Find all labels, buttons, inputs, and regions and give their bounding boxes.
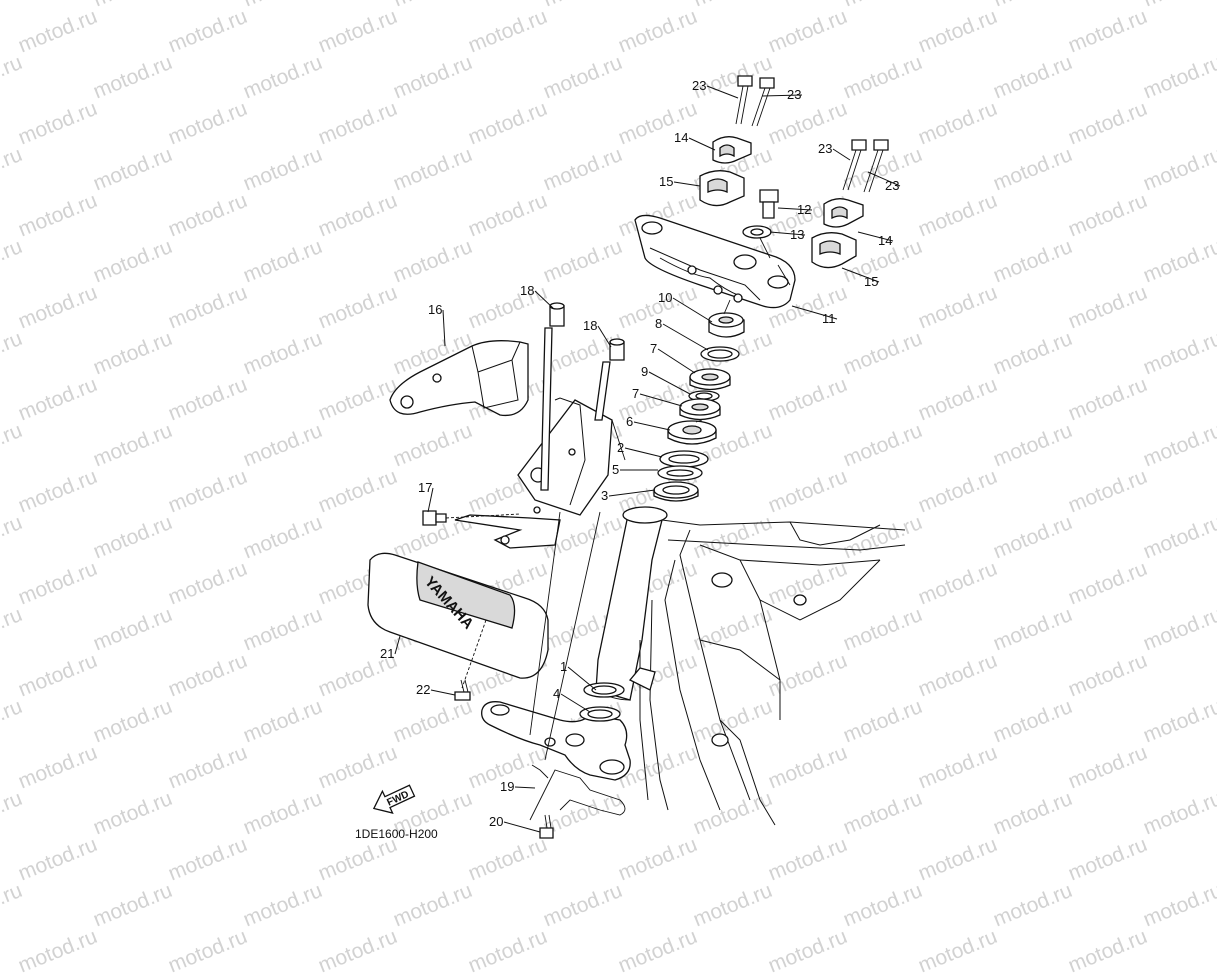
callout-leader (832, 148, 851, 161)
collars-18 (549, 302, 625, 361)
callout-number: 23 (818, 141, 832, 156)
callout-leader (769, 231, 806, 236)
callout-leader (867, 171, 901, 187)
callout-number: 23 (885, 178, 899, 193)
callout-leader (841, 267, 880, 283)
callout-leader (567, 666, 597, 691)
callout-number: 7 (632, 386, 639, 401)
callout-number: 20 (489, 814, 503, 829)
callout-layer: 23 23 14 15 12 13 23 23 14 15 11 10 8 797 62 53 16 18 18 17… (380, 78, 901, 833)
callout-number: 6 (626, 414, 633, 429)
watermark-text: motod.ru (165, 924, 251, 978)
emblem-plate-21: YAMAHA (367, 552, 549, 689)
callout-leader (430, 689, 456, 696)
callout-leader (503, 821, 541, 833)
fwd-arrow: FWD (372, 784, 416, 814)
callout-leader (791, 305, 838, 320)
steering-stack-parts (653, 299, 745, 502)
callout-leader (608, 489, 656, 497)
callout-leader (534, 290, 554, 309)
callout-number: 18 (583, 318, 597, 333)
callout-leader (857, 231, 894, 242)
callout-number: 22 (416, 682, 430, 697)
callout-leader (777, 207, 813, 211)
exploded-parts-drawing: YAMAHA (355, 75, 906, 841)
callout-leader (657, 348, 696, 374)
mounting-stay (454, 327, 613, 549)
fwd-label: FWD (385, 789, 410, 809)
callout-leader (688, 137, 716, 151)
callout-leader (633, 421, 671, 431)
assembly-lines (529, 419, 626, 761)
clamp-set-left (699, 136, 752, 207)
callout-number: 23 (787, 87, 801, 102)
callout-leader (442, 309, 446, 347)
callout-number: 5 (612, 462, 619, 477)
callout-number: 15 (659, 174, 673, 189)
callout-number: 4 (553, 686, 560, 701)
callout-number: 1 (560, 659, 567, 674)
callout-number: 2 (617, 440, 624, 455)
watermark-text: motod.ru (465, 924, 551, 978)
callout-number: 17 (418, 480, 432, 495)
callout-number: 19 (500, 779, 514, 794)
watermark-text: motod.ru (765, 924, 851, 978)
display-bracket-16 (389, 340, 529, 417)
diagram-code: 1DE1600-H200 (355, 827, 438, 841)
callout-number: 23 (692, 78, 706, 93)
callout-number: 8 (655, 316, 662, 331)
callout-leader (514, 786, 536, 789)
callout-number: 21 (380, 646, 394, 661)
callout-number: 7 (650, 341, 657, 356)
callout-number: 10 (658, 290, 672, 305)
bolt-12-washer-13 (742, 189, 791, 286)
callout-number: 14 (674, 130, 688, 145)
callout-number: 9 (641, 364, 648, 379)
callout-number: 18 (520, 283, 534, 298)
callout-leader (639, 393, 683, 407)
callout-leader (624, 447, 663, 458)
callout-leader (560, 693, 591, 713)
callout-number: 16 (428, 302, 442, 317)
callout-number: 3 (601, 488, 608, 503)
clamp-set-right (811, 198, 864, 269)
frame (595, 506, 906, 826)
watermark-text: motod.ru (1065, 924, 1151, 978)
callout-number: 11 (822, 311, 836, 326)
watermark-text: motod.ru (915, 924, 1001, 978)
upper-bracket-11 (634, 214, 796, 309)
callout-leader (672, 297, 713, 323)
callout-number: 14 (878, 233, 892, 248)
callout-leader (427, 487, 434, 513)
callout-number: 15 (864, 274, 878, 289)
callout-leader (394, 635, 401, 655)
lower-bracket (481, 682, 631, 821)
callout-leader (706, 85, 739, 99)
callout-number: 12 (797, 202, 811, 217)
watermark-text: motod.ru (15, 924, 101, 978)
callout-leader (648, 371, 691, 395)
callout-leader (761, 94, 803, 97)
bolt-17 (422, 510, 521, 526)
callout-leader (662, 323, 709, 351)
bolts-23 (735, 75, 889, 193)
watermark-text: motod.ru (315, 924, 401, 978)
screw-20 (539, 814, 554, 839)
watermark-text: motod.ru (615, 924, 701, 978)
callout-leader (597, 325, 612, 348)
screw-22 (454, 679, 471, 701)
callout-leader (673, 181, 701, 187)
callout-number: 13 (790, 227, 804, 242)
